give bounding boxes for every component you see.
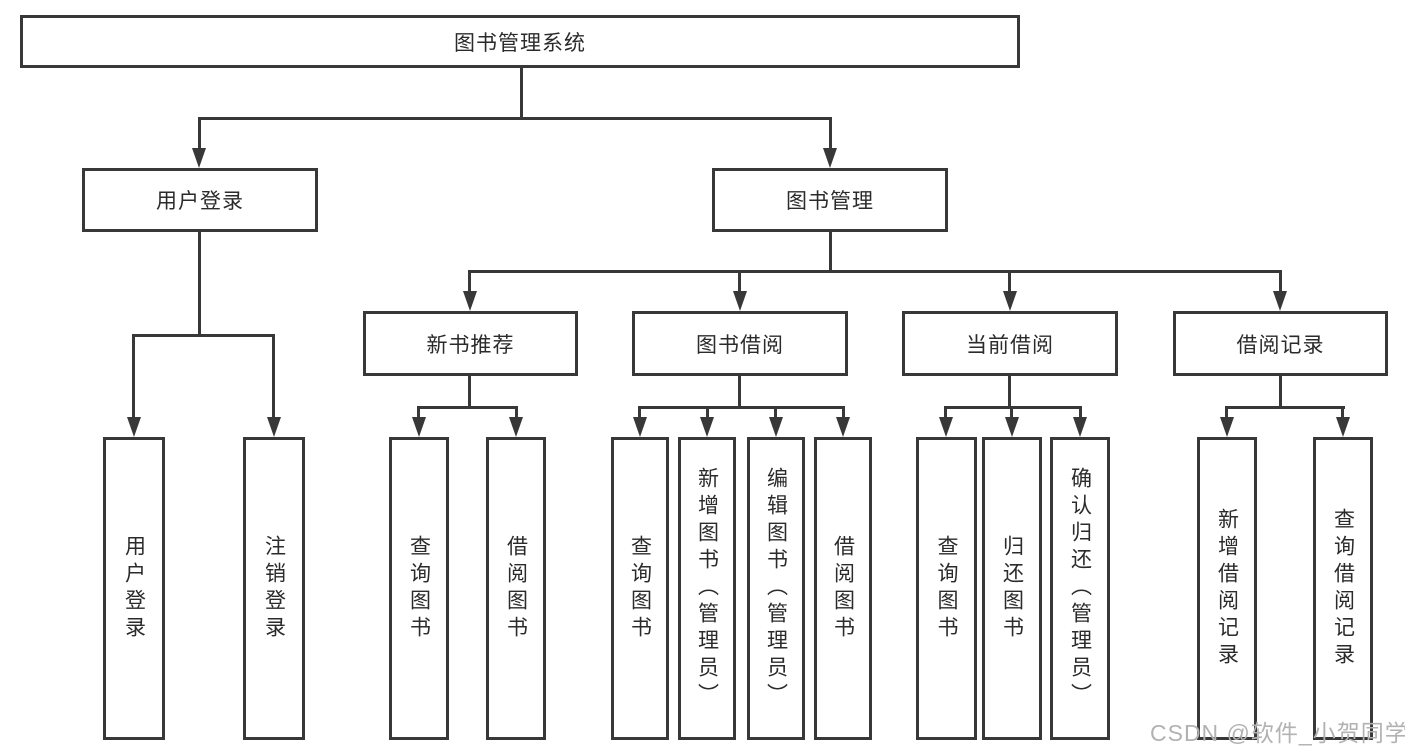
node-new-book-recommend-label: 新书推荐 [426, 333, 515, 357]
node-book-borrow: 图书借阅 [632, 311, 848, 376]
node-book-management-label: 图书管理 [786, 190, 874, 213]
connector-user-login-trunk [198, 230, 201, 336]
leaf-logout-label: 注销登录 [262, 534, 286, 643]
arrow-down-leaf-borrow-books-recommend-icon [509, 417, 523, 437]
connector-stem-leaf-add-books-admin [706, 406, 709, 419]
arrow-down-leaf-query-books-borrow-icon [633, 417, 647, 437]
connector-stem-book-management [829, 117, 832, 150]
connector-current-borrow-trunk [1008, 374, 1011, 408]
leaf-logout: 注销登录 [243, 437, 305, 740]
connector-stem-leaf-return-books [1010, 406, 1013, 419]
connector-stem-leaf-add-borrow-record [1225, 406, 1228, 419]
node-book-borrow-label: 图书借阅 [696, 333, 784, 357]
node-borrow-records: 借阅记录 [1173, 311, 1388, 376]
connector-root-trunk [520, 66, 523, 119]
leaf-add-books-admin: 新增图书（管理员） [678, 437, 736, 740]
connector-stem-leaf-borrow-books [842, 406, 845, 419]
leaf-user-login-label: 用户登录 [122, 534, 146, 643]
leaf-query-books-current-label: 查询图书 [935, 534, 958, 643]
arrow-down-leaf-query-books-current-icon [939, 417, 953, 437]
node-borrow-records-label: 借阅记录 [1236, 333, 1325, 357]
leaf-query-books-borrow-label: 查询图书 [628, 534, 652, 643]
node-user-login: 用户登录 [82, 168, 318, 232]
connector-stem-leaf-query-books-borrow [638, 406, 641, 419]
node-book-management: 图书管理 [712, 168, 948, 232]
leaf-query-borrow-record-label: 查询借阅记录 [1331, 507, 1355, 670]
arrow-down-leaf-add-borrow-record-icon [1220, 417, 1234, 437]
arrow-down-leaf-add-books-admin-icon [700, 417, 714, 437]
connector-new-book-recommend-trunk [468, 374, 471, 408]
connector-borrow-records-branch [1225, 406, 1345, 409]
connector-current-borrow-branch [944, 406, 1082, 409]
arrow-down-book-borrow-icon [733, 291, 747, 311]
connector-stem-new-book-recommend [468, 270, 471, 293]
node-current-borrow-label: 当前借阅 [966, 333, 1054, 357]
arrow-down-leaf-edit-books-admin-icon [769, 417, 783, 437]
leaf-query-borrow-record: 查询借阅记录 [1313, 437, 1373, 740]
leaf-borrow-books-recommend: 借阅图书 [486, 437, 546, 740]
arrow-down-user-login-icon [192, 148, 206, 168]
connector-user-login-branch [132, 334, 275, 337]
leaf-borrow-books: 借阅图书 [814, 437, 872, 740]
connector-borrow-records-trunk [1279, 374, 1282, 408]
arrow-down-new-book-recommend-icon [463, 291, 477, 311]
connector-stem-user-login [198, 117, 201, 150]
connector-stem-leaf-confirm-return [1079, 406, 1082, 419]
connector-stem-leaf-user-login [132, 334, 135, 420]
leaf-edit-books-admin-label: 编辑图书（管理员） [764, 467, 788, 710]
leaf-return-books: 归还图书 [982, 437, 1042, 740]
leaf-confirm-return-admin-label: 确认归还（管理员） [1068, 467, 1092, 710]
node-root-library-system: 图书管理系统 [20, 15, 1020, 68]
leaf-add-borrow-record: 新增借阅记录 [1197, 437, 1257, 740]
leaf-borrow-books-recommend-label: 借阅图书 [504, 534, 528, 643]
node-new-book-recommend: 新书推荐 [363, 311, 578, 376]
connector-stem-leaf-borrow-books-recommend [515, 406, 518, 419]
node-user-login-label: 用户登录 [156, 190, 244, 213]
connector-stem-leaf-edit-books-admin [774, 406, 777, 419]
leaf-borrow-books-label: 借阅图书 [831, 534, 855, 643]
connector-stem-book-borrow [738, 270, 741, 293]
arrow-down-borrow-records-icon [1273, 291, 1287, 311]
connector-stem-leaf-query-borrow-record [1341, 406, 1344, 419]
leaf-query-books-recommend-label: 查询图书 [407, 534, 431, 643]
leaf-query-books-recommend: 查询图书 [389, 437, 449, 740]
csdn-watermark: CSDN @软件_小贺同学 [1150, 720, 1405, 746]
leaf-add-books-admin-label: 新增图书（管理员） [695, 467, 719, 710]
leaf-edit-books-admin: 编辑图书（管理员） [747, 437, 805, 740]
arrow-down-leaf-query-books-recommend-icon [412, 417, 426, 437]
arrow-down-leaf-user-login-icon [127, 417, 141, 437]
connector-book-management-branch [468, 270, 1282, 273]
connector-stem-current-borrow [1008, 270, 1011, 293]
arrow-down-leaf-query-borrow-record-icon [1336, 417, 1350, 437]
node-root-label: 图书管理系统 [454, 31, 586, 55]
leaf-query-books-borrow: 查询图书 [611, 437, 669, 740]
arrow-down-current-borrow-icon [1003, 291, 1017, 311]
connector-stem-leaf-query-books-current [944, 406, 947, 419]
leaf-return-books-label: 归还图书 [1000, 534, 1024, 643]
arrow-down-leaf-return-books-icon [1005, 417, 1019, 437]
connector-stem-borrow-records [1279, 270, 1282, 293]
arrow-down-leaf-borrow-books-icon [836, 417, 850, 437]
leaf-user-login: 用户登录 [103, 437, 165, 740]
arrow-down-book-management-icon [823, 148, 837, 168]
connector-book-management-trunk [829, 230, 832, 272]
node-current-borrow: 当前借阅 [902, 311, 1118, 376]
arrow-down-leaf-logout-icon [267, 417, 281, 437]
leaf-query-books-current: 查询图书 [916, 437, 977, 740]
leaf-add-borrow-record-label: 新增借阅记录 [1215, 507, 1239, 670]
connector-book-borrow-trunk [738, 374, 741, 408]
connector-book-borrow-branch [638, 406, 845, 409]
connector-stem-leaf-query-books-recommend [417, 406, 420, 419]
connector-new-book-recommend-branch [417, 406, 518, 409]
connector-stem-leaf-logout [272, 334, 275, 420]
leaf-confirm-return-admin: 确认归还（管理员） [1050, 437, 1110, 740]
connector-root-branch [198, 117, 832, 120]
arrow-down-leaf-confirm-return-icon [1073, 417, 1087, 437]
